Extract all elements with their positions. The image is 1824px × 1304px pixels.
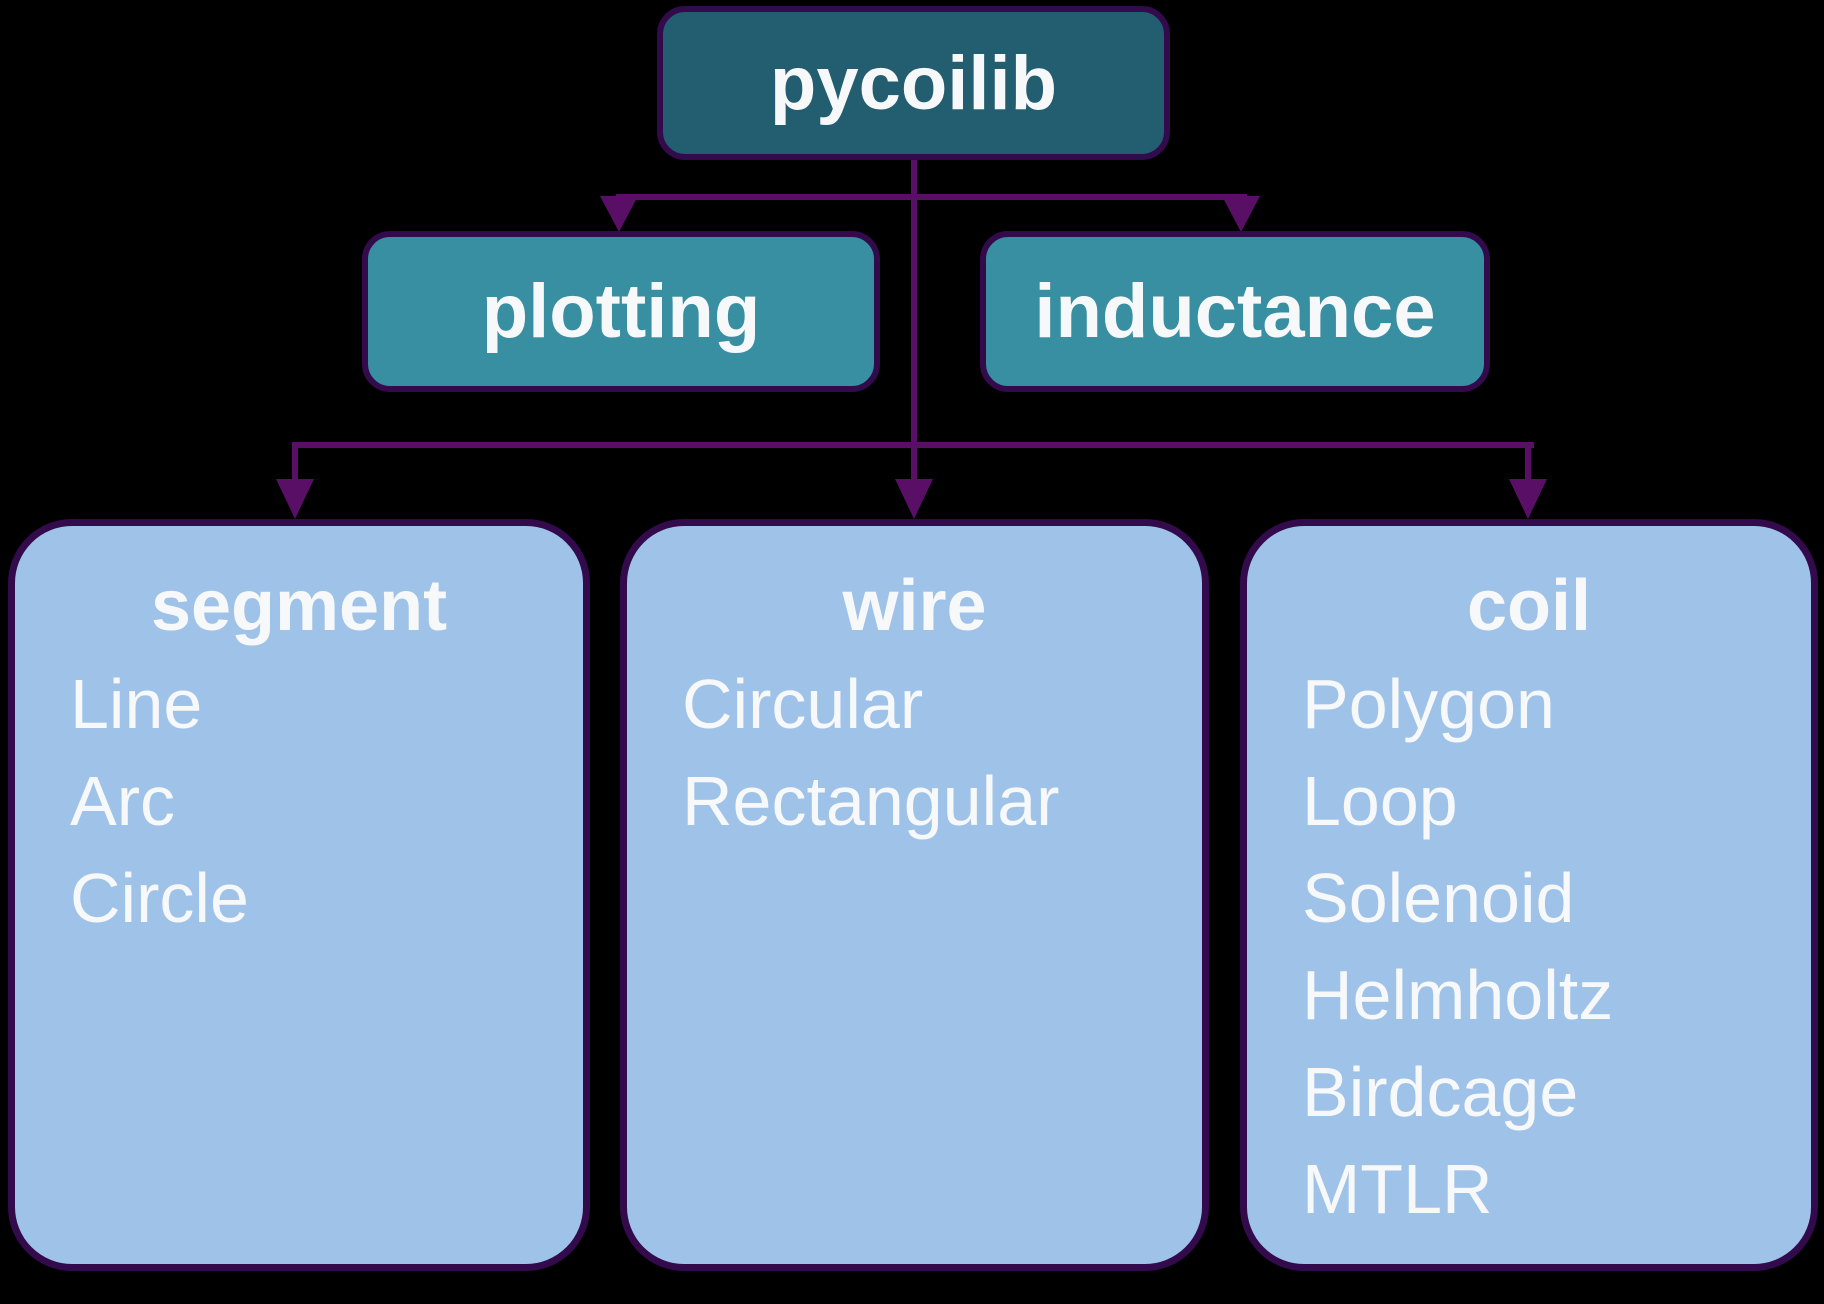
arrowhead-to-coil [1509, 479, 1547, 519]
class-item: Birdcage [1302, 1053, 1579, 1131]
node-pycoilib: pycoilib [657, 6, 1170, 160]
node-segment-title: segment [150, 566, 448, 646]
node-plotting-label: plotting [481, 269, 761, 354]
class-item: Loop [1302, 762, 1458, 840]
arrowhead-to-segment [276, 479, 314, 519]
node-wire-title: wire [842, 566, 987, 646]
class-item: Rectangular [682, 762, 1060, 840]
node-plotting: plotting [362, 231, 880, 392]
class-item: Arc [70, 762, 175, 840]
node-pycoilib-label: pycoilib [769, 40, 1058, 126]
class-item: Line [70, 665, 203, 743]
connector-root-vertical [911, 158, 917, 484]
class-item: Solenoid [1302, 859, 1575, 937]
connector-level2-horizontal [616, 194, 1247, 200]
connector-segment-vertical [292, 442, 298, 482]
node-coil-title: coil [1466, 566, 1592, 646]
node-inductance: inductance [980, 231, 1490, 392]
class-item: Polygon [1302, 665, 1555, 743]
class-item: Helmholtz [1302, 956, 1614, 1034]
class-item: MTLR [1302, 1150, 1493, 1228]
class-item: Circular [682, 665, 924, 743]
arrowhead-to-inductance [1222, 196, 1260, 232]
arrowhead-to-plotting [600, 196, 638, 232]
connector-coil-vertical [1525, 442, 1531, 482]
node-inductance-label: inductance [1034, 269, 1436, 354]
class-item: Circle [70, 859, 249, 937]
connector-level3-horizontal [292, 442, 1534, 448]
arrowhead-to-wire [895, 479, 933, 519]
